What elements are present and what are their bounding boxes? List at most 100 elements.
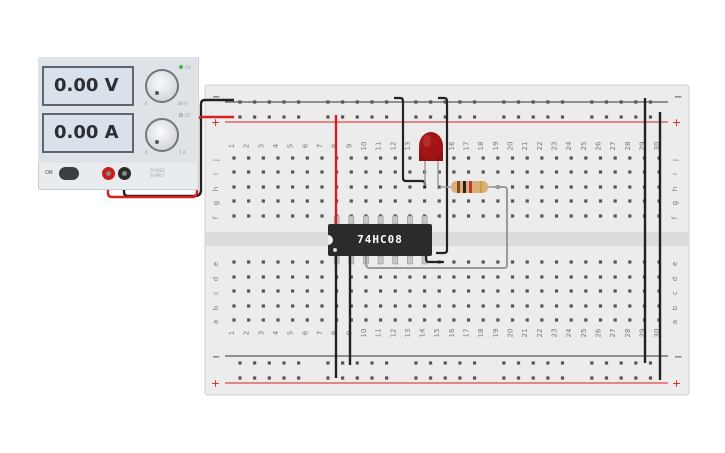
rail-hole[interactable] bbox=[619, 115, 623, 119]
breadboard-hole[interactable] bbox=[525, 199, 529, 203]
breadboard-hole[interactable] bbox=[276, 318, 280, 322]
breadboard-hole[interactable] bbox=[525, 185, 529, 189]
rail-hole[interactable] bbox=[458, 100, 462, 104]
breadboard-hole[interactable] bbox=[261, 199, 265, 203]
breadboard-hole[interactable] bbox=[320, 156, 324, 160]
rail-hole[interactable] bbox=[619, 376, 623, 380]
breadboard-hole[interactable] bbox=[525, 170, 529, 174]
breadboard-hole[interactable] bbox=[232, 260, 236, 264]
breadboard-hole[interactable] bbox=[408, 156, 412, 160]
breadboard-hole[interactable] bbox=[628, 318, 632, 322]
rail-hole[interactable] bbox=[267, 376, 271, 380]
breadboard-hole[interactable] bbox=[598, 185, 603, 189]
rail-hole[interactable] bbox=[267, 361, 271, 365]
rail-hole[interactable] bbox=[546, 100, 550, 104]
breadboard-hole[interactable] bbox=[554, 260, 559, 264]
rail-hole[interactable] bbox=[648, 115, 653, 119]
breadboard-hole[interactable] bbox=[584, 199, 588, 203]
breadboard-hole[interactable] bbox=[466, 199, 471, 203]
breadboard-hole[interactable] bbox=[598, 199, 603, 203]
breadboard-hole[interactable] bbox=[496, 260, 500, 264]
current-knob-icon[interactable] bbox=[145, 118, 179, 152]
breadboard-hole[interactable] bbox=[247, 289, 251, 293]
breadboard-hole[interactable] bbox=[554, 275, 559, 279]
wire-black-input-b[interactable] bbox=[424, 256, 444, 264]
breadboard-hole[interactable] bbox=[569, 170, 573, 174]
breadboard-hole[interactable] bbox=[525, 304, 529, 308]
rail-hole[interactable] bbox=[531, 376, 535, 380]
breadboard-hole[interactable] bbox=[554, 304, 559, 308]
wire-gray-output[interactable] bbox=[365, 186, 508, 269]
breadboard-hole[interactable] bbox=[364, 318, 368, 322]
breadboard-hole[interactable] bbox=[569, 304, 573, 308]
breadboard-hole[interactable] bbox=[232, 304, 236, 308]
rail-hole[interactable] bbox=[472, 376, 477, 380]
breadboard-hole[interactable] bbox=[349, 199, 353, 203]
breadboard-hole[interactable] bbox=[437, 318, 441, 322]
breadboard-hole[interactable] bbox=[320, 318, 324, 322]
breadboard-hole[interactable] bbox=[232, 214, 236, 218]
breadboard-hole[interactable] bbox=[408, 170, 412, 174]
rail-hole[interactable] bbox=[370, 100, 374, 104]
breadboard-hole[interactable] bbox=[510, 156, 515, 160]
breadboard-hole[interactable] bbox=[598, 170, 603, 174]
breadboard-hole[interactable] bbox=[540, 214, 544, 218]
breadboard-hole[interactable] bbox=[320, 260, 324, 264]
breadboard-hole[interactable] bbox=[247, 304, 251, 308]
breadboard-hole[interactable] bbox=[393, 199, 397, 203]
rail-hole[interactable] bbox=[326, 376, 330, 380]
rail-hole[interactable] bbox=[282, 115, 286, 119]
rail-hole[interactable] bbox=[546, 361, 550, 365]
breadboard-hole[interactable] bbox=[452, 260, 456, 264]
breadboard-hole[interactable] bbox=[276, 214, 280, 218]
rail-hole[interactable] bbox=[531, 115, 535, 119]
breadboard-hole[interactable] bbox=[305, 304, 309, 308]
rail-hole[interactable] bbox=[546, 376, 550, 380]
breadboard-hole[interactable] bbox=[510, 199, 515, 203]
breadboard-hole[interactable] bbox=[584, 260, 588, 264]
breadboard-hole[interactable] bbox=[305, 199, 309, 203]
wire-black-input-a[interactable] bbox=[436, 96, 449, 255]
rail-hole[interactable] bbox=[648, 100, 653, 104]
breadboard-hole[interactable] bbox=[569, 214, 573, 218]
breadboard-hole[interactable] bbox=[554, 318, 559, 322]
breadboard-hole[interactable] bbox=[379, 199, 383, 203]
rail-hole[interactable] bbox=[502, 376, 506, 380]
rail-hole[interactable] bbox=[297, 361, 301, 365]
breadboard-hole[interactable] bbox=[466, 275, 471, 279]
breadboard-hole[interactable] bbox=[540, 199, 544, 203]
rail-hole[interactable] bbox=[604, 115, 609, 119]
rail-hole[interactable] bbox=[472, 115, 477, 119]
breadboard-hole[interactable] bbox=[305, 170, 309, 174]
rail-hole[interactable] bbox=[253, 361, 257, 365]
breadboard-hole[interactable] bbox=[628, 304, 632, 308]
breadboard-hole[interactable] bbox=[613, 199, 617, 203]
breadboard-hole[interactable] bbox=[452, 304, 456, 308]
breadboard-hole[interactable] bbox=[584, 185, 588, 189]
breadboard-hole[interactable] bbox=[408, 318, 412, 322]
breadboard-hole[interactable] bbox=[569, 289, 573, 293]
breadboard-hole[interactable] bbox=[466, 156, 471, 160]
breadboard-hole[interactable] bbox=[496, 304, 500, 308]
rail-hole[interactable] bbox=[604, 376, 609, 380]
breadboard-hole[interactable] bbox=[305, 185, 309, 189]
breadboard-hole[interactable] bbox=[379, 318, 383, 322]
rail-hole[interactable] bbox=[370, 115, 374, 119]
breadboard-hole[interactable] bbox=[554, 156, 559, 160]
breadboard-hole[interactable] bbox=[232, 170, 236, 174]
breadboard-hole[interactable] bbox=[569, 318, 573, 322]
ic-chip-icon[interactable]: 74HC08 bbox=[328, 224, 432, 256]
rail-hole[interactable] bbox=[385, 115, 389, 119]
breadboard-hole[interactable] bbox=[496, 170, 500, 174]
breadboard-hole[interactable] bbox=[540, 275, 544, 279]
breadboard-hole[interactable] bbox=[320, 275, 324, 279]
resistor-icon[interactable] bbox=[440, 181, 494, 193]
breadboard-hole[interactable] bbox=[261, 185, 265, 189]
breadboard-hole[interactable] bbox=[481, 304, 485, 308]
rail-hole[interactable] bbox=[458, 115, 462, 119]
breadboard-hole[interactable] bbox=[422, 199, 427, 203]
breadboard-hole[interactable] bbox=[598, 156, 603, 160]
rail-hole[interactable] bbox=[516, 115, 521, 119]
breadboard-hole[interactable] bbox=[305, 214, 309, 218]
